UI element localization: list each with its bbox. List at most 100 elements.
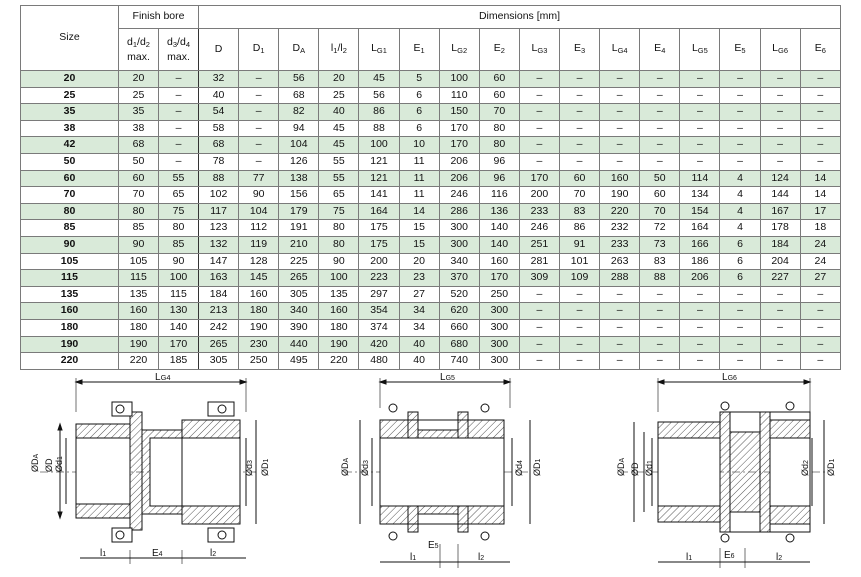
table-cell: 45 [318,136,360,154]
dimensions-header: Dimensions [mm] [198,5,841,29]
table-cell: – [799,302,842,320]
table-cell: 115 [118,269,159,287]
size-cell: 38 [20,119,119,138]
drawing-1: LG4 ØDA ØD Ød1 Ød3 ØD1 l1 E4 l2 [30,372,270,564]
d1-l2-label: l2 [210,548,216,559]
table-cell: – [639,103,681,121]
table-cell: 190 [599,186,641,204]
table-cell: 160 [599,169,641,188]
size-cell: 60 [20,169,119,188]
table-cell: 680 [438,335,480,354]
table-cell: 20 [398,252,440,271]
table-cell: 90 [238,186,280,204]
table-cell: 180 [238,302,280,320]
table-cell: 94 [278,119,320,138]
table-cell: 179 [278,202,320,221]
coupling-drawings: LG4 ØDA ØD Ød1 Ød3 ØD1 l1 E4 l2 [30,372,836,568]
table-cell: 115 [157,285,200,304]
table-cell: 150 [438,103,480,121]
table-cell: 96 [478,169,520,188]
d1-da-label: ØDA [30,454,40,473]
table-cell: 233 [599,235,641,254]
table-cell: – [558,152,601,171]
table-cell: 184 [198,285,240,304]
table-cell: – [599,119,641,138]
table-cell: 56 [278,70,320,88]
table-cell: 24 [799,252,842,271]
table-cell: 190 [238,318,280,337]
table-cell: 128 [238,252,280,271]
table-cell: 5 [398,70,440,88]
dim-col-header-3: l1/l2 [318,28,360,71]
table-cell: 495 [278,352,320,370]
dim-col-header-1: D1 [238,28,280,71]
table-cell: – [799,352,842,370]
table-cell: 35 [118,103,159,121]
table-cell: 134 [679,186,721,204]
table-cell: – [719,302,761,320]
d2-l2-label: l2 [478,552,484,563]
table-cell: 340 [278,302,320,320]
table-cell: 23 [398,269,440,287]
table-cell: 370 [438,269,480,287]
table-cell: – [558,119,601,138]
d1-d3-label: Ød3 [244,460,254,476]
table-cell: 300 [478,352,520,370]
table-cell: – [679,285,721,304]
table-cell: 480 [358,352,400,370]
d3-d-label: ØD [630,462,640,476]
table-cell: 116 [478,186,520,204]
table-cell: 305 [278,285,320,304]
table-cell: 96 [478,152,520,171]
dim-col-header-10: LG4 [599,28,641,71]
table-cell: 170 [157,335,200,354]
table-cell: – [679,86,721,105]
table-cell: – [759,352,801,370]
table-cell: 300 [478,335,520,354]
table-cell: 232 [599,219,641,237]
table-cell: 121 [358,169,400,188]
dim-col-header-11: E4 [639,28,681,71]
table-cell: 80 [318,219,360,237]
d1-d1-label: Ød1 [54,456,64,472]
table-cell: 68 [198,136,240,154]
table-cell: – [518,86,561,105]
table-cell: 225 [278,252,320,271]
table-cell: 163 [198,269,240,287]
table-cell: 300 [478,318,520,337]
table-cell: 27 [799,269,842,287]
table-cell: 27 [398,285,440,304]
table-cell: – [759,335,801,354]
table-cell: 251 [518,235,561,254]
table-cell: – [639,335,681,354]
table-cell: 104 [278,136,320,154]
d2-da-label: ØDA [340,458,350,477]
table-cell: 175 [358,235,400,254]
table-cell: 246 [438,186,480,204]
table-cell: – [599,86,641,105]
d3-da-label: ØDA [616,458,626,477]
table-cell: 126 [278,152,320,171]
table-cell: 147 [198,252,240,271]
table-cell: – [719,136,761,154]
table-cell: 11 [398,186,440,204]
dim-col-header-14: LG6 [759,28,801,71]
table-cell: – [799,285,842,304]
table-cell: 160 [318,302,360,320]
d1-D1-label: ØD1 [260,459,270,477]
table-cell: – [679,103,721,121]
table-cell: 136 [478,202,520,221]
table-cell: 65 [318,186,360,204]
table-cell: 14 [799,169,842,188]
table-cell: 164 [358,202,400,221]
table-cell: 109 [558,269,601,287]
table-cell: 170 [438,119,480,138]
table-cell: 55 [318,152,360,171]
table-cell: 160 [118,302,159,320]
table-cell: 80 [157,219,200,237]
table-cell: 78 [198,152,240,171]
table-cell: – [639,152,681,171]
